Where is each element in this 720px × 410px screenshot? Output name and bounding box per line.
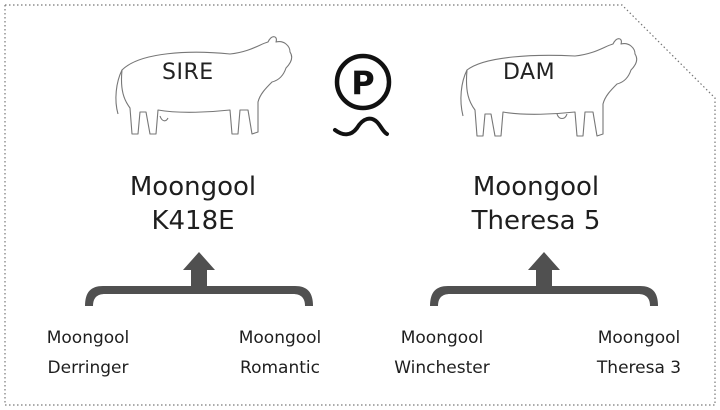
dam-granddam: Moongool Theresa 3 xyxy=(574,323,704,383)
cow-outline-icon xyxy=(460,38,638,137)
sire-granddam-line2: Romantic xyxy=(240,358,320,378)
dam-lineage-brace xyxy=(430,252,658,306)
dam-name-line2: Theresa 5 xyxy=(471,206,601,236)
sire-granddam: Moongool Romantic xyxy=(215,323,345,383)
sire-name: Moongool K418E xyxy=(63,170,323,238)
dam-grandsire-line1: Moongool xyxy=(400,328,484,348)
sire-name-line2: K418E xyxy=(151,206,235,236)
sire-grandsire-line1: Moongool xyxy=(46,328,130,348)
logo-letter: P xyxy=(351,64,374,102)
sire-grandsire: Moongool Derringer xyxy=(23,323,153,383)
dam-name: Moongool Theresa 5 xyxy=(406,170,666,238)
sire-granddam-line1: Moongool xyxy=(238,328,322,348)
dam-granddam-line2: Theresa 3 xyxy=(596,358,682,378)
dam-grandsire-line2: Winchester xyxy=(394,358,490,378)
sire-role-label: SIRE xyxy=(162,60,214,85)
dam-granddam-line1: Moongool xyxy=(597,328,681,348)
dam-role-label: DAM xyxy=(503,60,556,85)
sire-lineage-brace xyxy=(85,252,313,306)
sire-name-line1: Moongool xyxy=(129,172,257,202)
dam-grandsire: Moongool Winchester xyxy=(377,323,507,383)
sire-grandsire-line2: Derringer xyxy=(47,358,129,378)
bull-outline-icon xyxy=(115,36,293,135)
polled-p-logo-icon: P xyxy=(333,53,392,137)
dam-name-line1: Moongool xyxy=(472,172,600,202)
